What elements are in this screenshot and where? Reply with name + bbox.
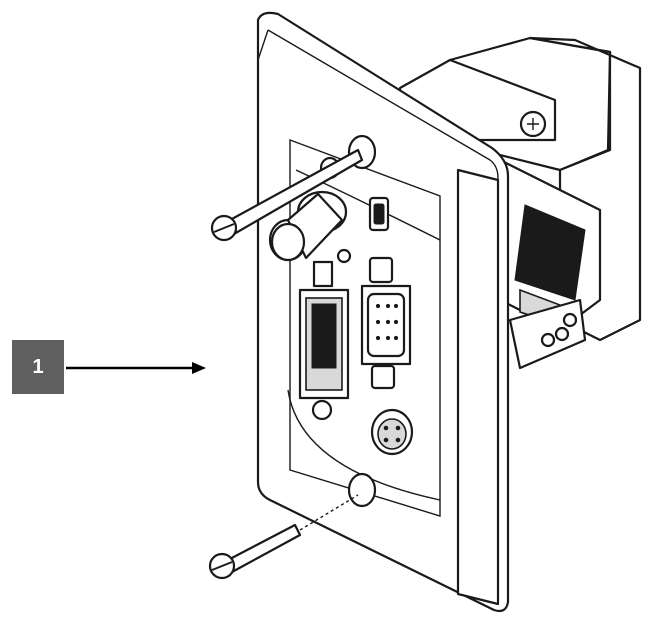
- terminal-block: [508, 298, 587, 370]
- mounting-screw-bottom: [208, 472, 377, 580]
- vga-connector: [360, 256, 412, 390]
- mini-displayport-connector: [368, 196, 390, 232]
- bnc-connector: [268, 190, 352, 264]
- back-box-bracket: [398, 36, 642, 342]
- dvi-connector: [298, 260, 350, 421]
- s-video-connector: [370, 408, 414, 456]
- callout-arrow: [66, 362, 206, 374]
- mounting-screw-top: [210, 134, 377, 242]
- callout-number: 1: [32, 355, 44, 378]
- callout-number-badge: 1: [12, 340, 64, 394]
